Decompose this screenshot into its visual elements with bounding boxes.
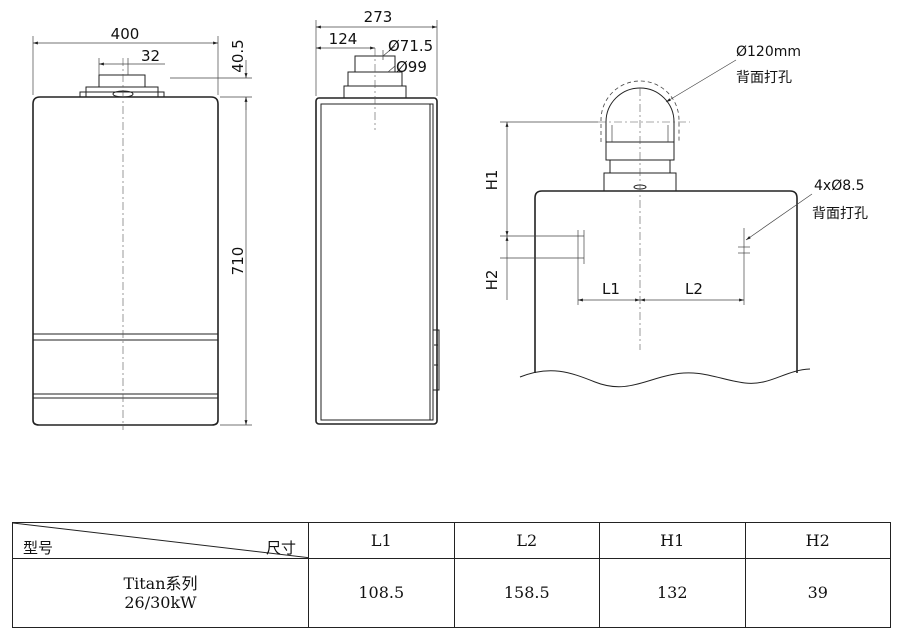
header-l1: L1	[308, 522, 455, 559]
mounting-holes-label: 4xØ8.5	[814, 178, 864, 194]
side-inner-diameter-label: Ø71.5	[388, 37, 433, 55]
front-width-label: 400	[111, 25, 140, 43]
header-l2: L2	[453, 522, 600, 559]
model-cell: Titan系列 26/30kW	[12, 557, 309, 629]
l2-label: L2	[685, 280, 703, 298]
value-h2: 39	[744, 557, 891, 629]
model-power: 26/30kW	[124, 592, 197, 612]
h2-label: H2	[483, 270, 501, 291]
value-l2: 158.5	[453, 557, 600, 629]
mounting-holes-note: 背面打孔	[812, 205, 868, 222]
table-corner-cell: 型号 尺寸	[12, 522, 309, 559]
table-header-row: 型号 尺寸 L1 L2 H1 H2	[12, 522, 891, 559]
table-row: Titan系列 26/30kW 108.5 158.5 132 39	[12, 557, 891, 629]
h1-label: H1	[483, 170, 501, 191]
corner-model-label: 型号	[23, 539, 54, 557]
corner-diagonal	[13, 523, 308, 558]
flue-hole-note: 背面打孔	[736, 69, 792, 86]
value-l1: 108.5	[308, 557, 455, 629]
front-outlet-offset-label: 32	[141, 47, 160, 65]
l1-label: L1	[602, 280, 620, 298]
side-outer-diameter-label: Ø99	[396, 58, 427, 76]
front-view: 400 32 40.5 710	[32, 25, 252, 430]
dimension-table: 型号 尺寸 L1 L2 H1 H2 Titan系列 26/30kW 108.5 …	[12, 522, 891, 629]
detail-view: Ø120mm 背面打孔 H1 H2 L1 L2 4xØ8.5 背面打孔	[483, 44, 868, 388]
flue-diameter-label: Ø120mm	[736, 44, 801, 60]
corner-size-label: 尺寸	[265, 539, 296, 557]
side-outlet-offset-label: 124	[329, 30, 358, 48]
front-height-label: 710	[229, 247, 247, 276]
side-view: 273 124 Ø71.5 Ø99	[315, 8, 440, 425]
model-series: Titan系列	[123, 573, 198, 593]
front-outlet-height-label: 40.5	[229, 39, 247, 72]
header-h2: H2	[744, 522, 891, 559]
side-depth-label: 273	[364, 8, 393, 26]
value-h1: 132	[599, 557, 746, 629]
header-h1: H1	[599, 522, 746, 559]
installation-drawing: 400 32 40.5 710 273	[32, 8, 868, 430]
